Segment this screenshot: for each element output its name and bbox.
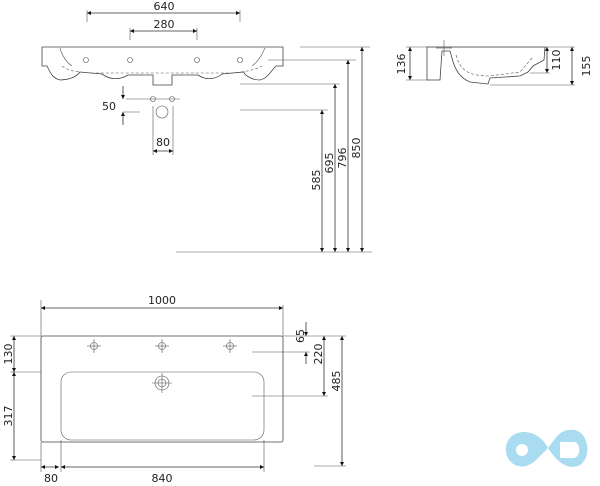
dim-80-drain: 80 (156, 136, 170, 149)
tap-holes-top (87, 339, 237, 353)
dim-850: 850 (350, 138, 363, 159)
basin-front-outline (41, 46, 284, 86)
bowl-outline (60, 371, 265, 441)
dim-155: 155 (580, 56, 593, 77)
dim-280: 280 (154, 18, 175, 31)
dim-485: 485 (330, 371, 343, 392)
dim-80-offset: 80 (44, 472, 58, 485)
drain-top (152, 373, 172, 393)
brand-logo (505, 429, 588, 467)
dim-796: 796 (336, 148, 349, 169)
dim-1000: 1000 (148, 294, 176, 307)
dim-50: 50 (102, 100, 116, 113)
dim-840: 840 (152, 472, 173, 485)
dim-136: 136 (395, 54, 408, 75)
front-view: 640 280 50 80 585 695 796 850 (41, 0, 372, 253)
dim-220: 220 (312, 344, 325, 365)
dim-317: 317 (2, 406, 15, 427)
side-view: 136 110 155 (395, 40, 593, 86)
dim-640: 640 (154, 0, 175, 13)
dim-65: 65 (294, 329, 307, 343)
tap-holes-front (83, 57, 243, 63)
supply-valves (126, 96, 180, 155)
dim-585: 585 (310, 170, 323, 191)
dim-130: 130 (2, 344, 15, 365)
dim-695: 695 (323, 153, 336, 174)
basin-side-outline (426, 46, 546, 85)
dim-110: 110 (550, 50, 563, 71)
top-view: 1000 130 317 65 220 485 80 840 (2, 294, 346, 485)
